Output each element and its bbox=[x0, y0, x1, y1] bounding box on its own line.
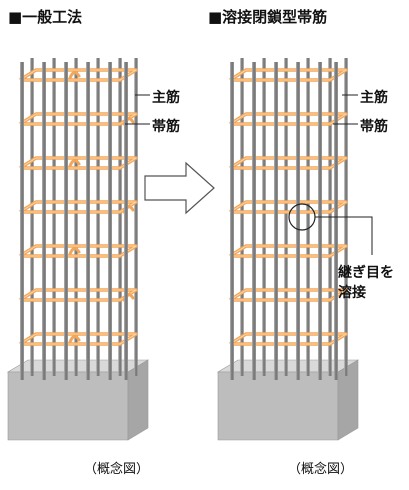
weld-label-line1: 継ぎ目を bbox=[338, 265, 394, 281]
arrow-icon bbox=[144, 161, 215, 215]
main-bar bbox=[64, 62, 68, 380]
weld-highlight-circle bbox=[288, 203, 316, 231]
hoop-hook bbox=[68, 71, 81, 80]
right-title: ■溶接閉鎖型帯筋 bbox=[208, 8, 328, 26]
main-bar bbox=[30, 58, 34, 376]
base-side bbox=[337, 359, 359, 441]
left-main-bar-label: 主筋 bbox=[152, 90, 180, 106]
left-caption: （概念図） bbox=[84, 462, 150, 477]
main-bar bbox=[230, 62, 234, 380]
main-bar bbox=[240, 58, 244, 376]
main-bar bbox=[20, 62, 24, 380]
main-bar bbox=[134, 58, 138, 376]
welded-hoop-column bbox=[216, 58, 360, 441]
main-bar bbox=[74, 58, 78, 376]
main-bar bbox=[274, 62, 278, 380]
left-title: ■一般工法 bbox=[8, 8, 83, 26]
main-bar bbox=[318, 62, 322, 380]
main-bar bbox=[262, 58, 266, 376]
weld-label-line2: 溶接 bbox=[338, 285, 366, 301]
main-bar bbox=[42, 62, 46, 380]
main-bar bbox=[284, 58, 288, 376]
right-main-bar-label: 主筋 bbox=[360, 90, 388, 106]
weld-callout bbox=[288, 203, 373, 255]
left-hoop-label: 帯筋 bbox=[152, 119, 180, 135]
main-bar bbox=[334, 62, 338, 380]
hoop-hook bbox=[68, 159, 81, 168]
main-bar bbox=[296, 62, 300, 380]
leader-lines bbox=[125, 94, 358, 125]
hoop-hook bbox=[68, 335, 81, 344]
base-side bbox=[127, 359, 149, 441]
main-bar bbox=[118, 58, 122, 376]
main-bar bbox=[108, 62, 112, 380]
main-bar bbox=[52, 58, 56, 376]
main-bar bbox=[86, 62, 90, 380]
base-front bbox=[217, 371, 339, 441]
main-bar bbox=[96, 58, 100, 376]
main-bar bbox=[306, 58, 310, 376]
base-front bbox=[7, 371, 129, 441]
main-bar bbox=[252, 62, 256, 380]
right-caption: （概念図） bbox=[288, 462, 354, 477]
right-hoop-label: 帯筋 bbox=[360, 119, 388, 135]
conventional-column bbox=[6, 58, 150, 441]
hoop-hook bbox=[68, 247, 81, 256]
main-bar bbox=[124, 62, 128, 380]
